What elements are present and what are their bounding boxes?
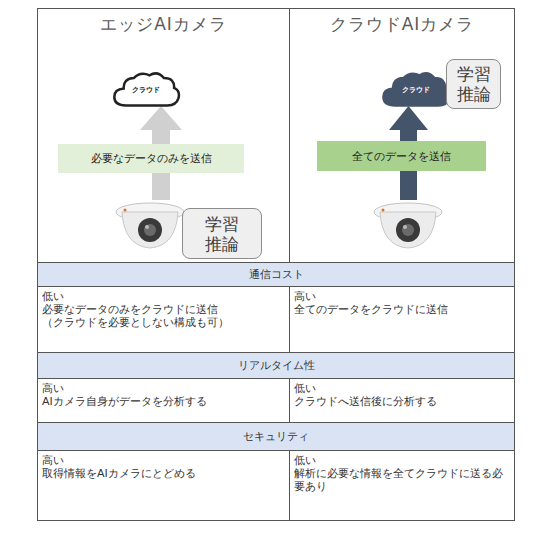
- rating-text: 低い: [294, 382, 510, 395]
- table-cell: 高いAIカメラ自身がデータを分析する: [37, 378, 290, 423]
- rating-text: 高い: [42, 382, 285, 395]
- process-box: 学習 推論: [182, 208, 262, 259]
- rating-text: 高い: [42, 454, 285, 467]
- table-cell: 高い取得情報をAIカメラにとどめる: [37, 450, 290, 521]
- table-cell: 低い必要なデータのみをクラウドに送信（クラウドを必要としない構成も可）: [37, 286, 290, 353]
- column-header-cell: エッジAIカメラクラウド必要なデータのみを送信学習 推論: [37, 8, 290, 263]
- node-label: クラウド: [402, 85, 430, 95]
- flow-label: 必要なデータのみを送信: [58, 144, 244, 173]
- flow-label: 全てのデータを送信: [317, 141, 486, 171]
- cloud-shape: クラウド: [379, 69, 453, 111]
- table-cell: 高い全てのデータをクラウドに送信: [289, 286, 515, 353]
- rating-text: 高い: [294, 290, 510, 303]
- process-box: 学習 推論: [446, 59, 501, 109]
- node-label: リアルタイム性: [238, 358, 315, 373]
- camera-icon: [374, 203, 442, 248]
- column-header-cell: クラウドAIカメラクラウド 学習 推論全てのデータを送信: [289, 8, 515, 263]
- node-label: 通信コスト: [249, 267, 304, 282]
- node-label: 学習 推論: [202, 214, 242, 254]
- description-text: クラウドへ送信後に分析する: [294, 395, 510, 408]
- category-band: リアルタイム性: [37, 352, 515, 379]
- node-label: 全てのデータを送信: [352, 149, 451, 164]
- description-text: （クラウドを必要としない構成も可）: [42, 316, 285, 329]
- column-heading: クラウドAIカメラ: [290, 13, 514, 36]
- rating-text: 低い: [294, 454, 510, 467]
- description-text: 必要なデータのみをクラウドに送信: [42, 303, 285, 316]
- column-heading: エッジAIカメラ: [38, 13, 289, 36]
- category-band: セキュリティ: [37, 422, 515, 451]
- table-cell: 低いクラウドへ送信後に分析する: [289, 378, 515, 423]
- description-text: AIカメラ自身がデータを分析する: [42, 395, 285, 408]
- node-label: 必要なデータのみを送信: [91, 151, 212, 166]
- camera-icon: [116, 203, 184, 248]
- category-band: 通信コスト: [37, 262, 515, 287]
- description-text: 解析に必要な情報を全てクラウドに送る必要あり: [294, 467, 510, 493]
- node-label: クラウド: [132, 85, 160, 95]
- rating-text: 低い: [42, 290, 285, 303]
- cloud-shape: クラウド: [110, 69, 182, 111]
- node-label: セキュリティ: [243, 429, 309, 444]
- node-label: 学習 推論: [454, 64, 494, 104]
- description-text: 全てのデータをクラウドに送信: [294, 303, 510, 316]
- description-text: 取得情報をAIカメラにとどめる: [42, 467, 285, 480]
- table-cell: 低い解析に必要な情報を全てクラウドに送る必要あり: [289, 450, 515, 521]
